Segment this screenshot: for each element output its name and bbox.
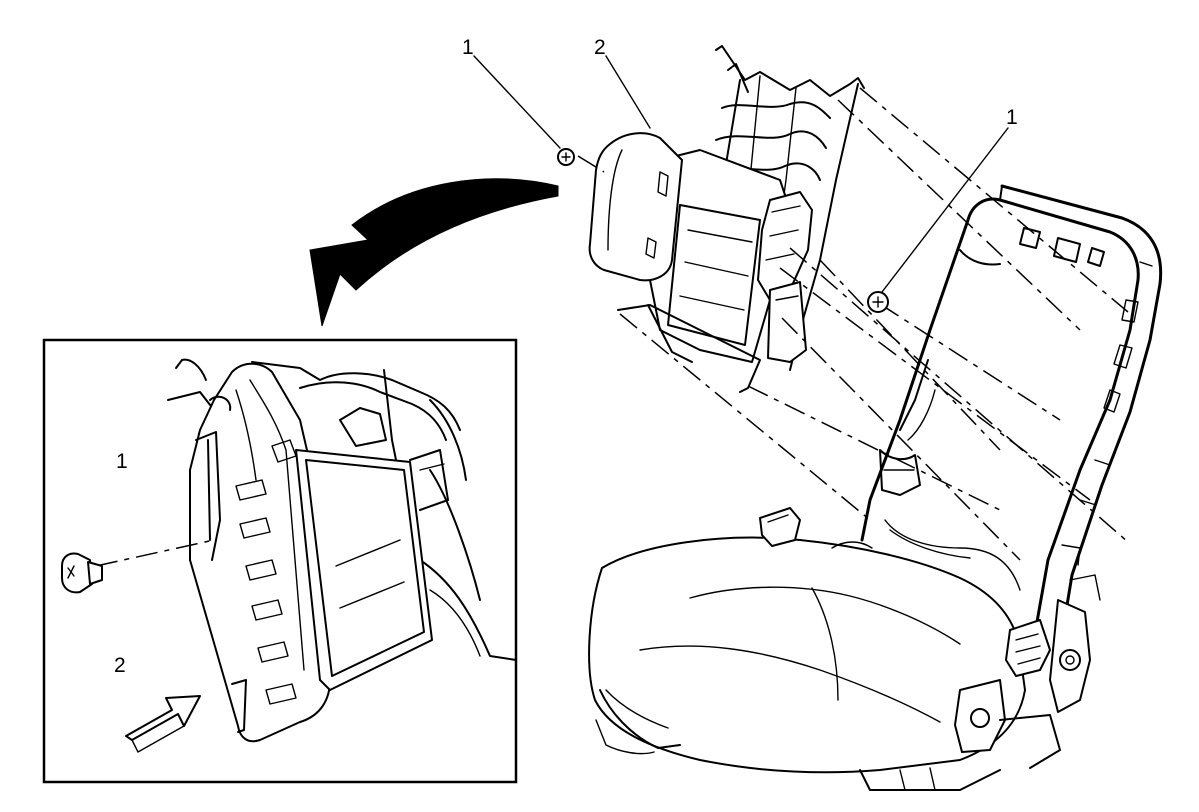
callout-1-top-left: 1	[462, 36, 474, 59]
callout-1-right: 1	[1006, 106, 1018, 129]
callout-1-inset: 1	[116, 450, 128, 473]
curved-arrow-icon	[309, 178, 559, 327]
seat-back-frame	[831, 184, 1163, 769]
callout-2-top: 2	[594, 36, 606, 59]
seat-cushion	[588, 536, 1026, 791]
callout-2-inset: 2	[114, 654, 126, 677]
seat-belt-buckle	[759, 507, 801, 547]
assembly-dash-lines	[577, 87, 1129, 561]
view-direction-arrow-icon	[125, 695, 201, 753]
panel-clips	[235, 439, 297, 705]
detail-inset: 1 2	[42, 338, 518, 784]
seat-back-panel-exploded	[588, 45, 865, 393]
bolt-icon	[557, 148, 889, 313]
bolt-icon	[61, 552, 103, 594]
